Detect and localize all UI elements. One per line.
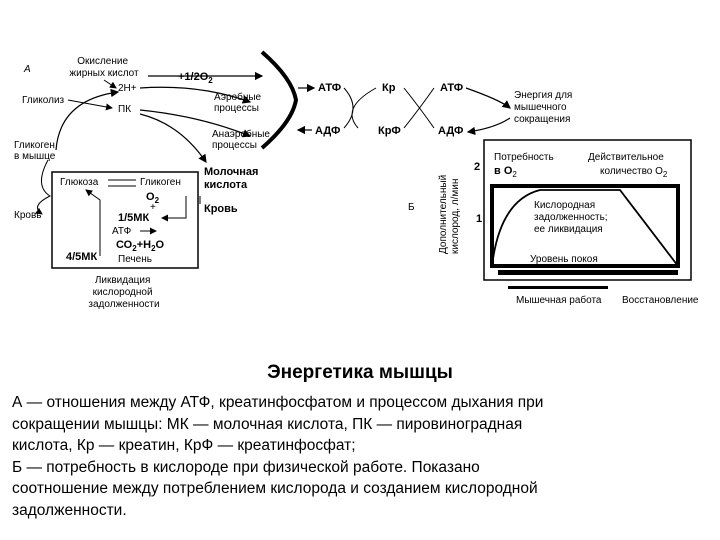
- adp-bottom-2-label: АДФ: [438, 125, 463, 137]
- atf-box-label: АТФ: [112, 226, 132, 237]
- rest-level-label: Уровень покоя: [530, 254, 598, 265]
- caption-body: А — отношения между АТФ, креатинфосфатом…: [12, 392, 712, 521]
- atp-top-2-label: АТФ: [440, 82, 463, 94]
- oxygen-half-label: +1/2O2: [178, 71, 213, 85]
- glycogen-label: Гликоген: [140, 177, 181, 188]
- four-fifth-mk-label: 4/5МК: [66, 251, 97, 263]
- adp-bottom-1-label: АДФ: [315, 125, 340, 137]
- chart-frame: [483, 139, 692, 281]
- glucose-label: Глюкоза: [60, 177, 99, 188]
- recovery-label: Восстановление: [622, 295, 699, 306]
- rest-level-bar: [498, 270, 678, 275]
- four-fifth-return-arrow: [85, 189, 101, 256]
- demand-label: Потребность в О2: [494, 151, 557, 179]
- cycle-2: [403, 87, 435, 129]
- o2-box-label: О2: [146, 191, 160, 205]
- one-fifth-mk-label: 1/5МК: [118, 212, 149, 224]
- cycle-1: [343, 87, 377, 129]
- pk-label: ПК: [118, 104, 131, 115]
- glycolysis-curve: [55, 88, 120, 151]
- caption-line: кислота, Кр — креатин, КрФ — креатинфосф…: [12, 437, 356, 454]
- muscle-work-phase-bar: [508, 286, 608, 289]
- lactic-to-liver-arrow: [161, 196, 187, 222]
- blood-right-label: Кровь: [204, 203, 238, 215]
- atp-top-1-label: АТФ: [318, 82, 341, 94]
- krf-bottom-label: КрФ: [378, 125, 401, 137]
- tick-2-label: 2: [474, 161, 480, 173]
- co2-h2o-label: СО2+Н2О: [116, 239, 165, 253]
- caption-title: Энергетика мышцы: [267, 362, 453, 383]
- anaerobic-label: Анаэробные процессы: [212, 128, 273, 151]
- anaerobic-curve: [139, 109, 252, 138]
- aerobic-curve: [139, 86, 252, 104]
- caption-line: задолженности.: [12, 501, 127, 519]
- panel-b-label: Б: [408, 202, 415, 213]
- panel-b: Б Дополнительный кислород, л/мин 2 1 Пот…: [408, 139, 699, 306]
- liquidation-label: Ликвидация кислородной задолженности: [88, 275, 159, 310]
- two-h-label: 2Н+: [118, 83, 137, 94]
- caption-line: А — отношения между АТФ, креатинфосфатом…: [12, 394, 544, 411]
- aerobic-label: Аэробные процессы: [214, 91, 264, 114]
- atp-to-energy-arrow: [465, 87, 511, 109]
- glycolysis-label: Гликолиз: [22, 95, 65, 106]
- fatty-acid-oxidation-label: Окисление жирных кислот: [69, 56, 139, 79]
- caption-line: Б — потребность в кислороде при физическ…: [12, 458, 480, 476]
- demand-area: [490, 184, 680, 268]
- muscle-work-label: Мышечная работа: [516, 294, 602, 306]
- panel-a: А Окисление жирных кислот +1/2O2 2Н+ ПК …: [14, 50, 575, 310]
- muscle-liver-box: [51, 171, 199, 269]
- blood-left-label: Кровь: [14, 210, 41, 221]
- glucose-glycogen-arrows: [108, 179, 136, 187]
- caption-line: сокращении мышцы: МК — молочная кислота,…: [12, 415, 523, 433]
- panel-a-label: А: [23, 64, 31, 75]
- energy-to-adp-arrow: [466, 117, 511, 136]
- liver-label: Печень: [118, 254, 152, 265]
- tick-1-label: 1: [476, 213, 482, 225]
- energy-label: Энергия для мышечного сокращения: [514, 90, 575, 125]
- to-lactic-curve: [139, 113, 207, 163]
- actual-consumption-curve: [491, 189, 679, 267]
- plus-sign: +: [150, 202, 156, 213]
- muscle-energetics-diagram: А Окисление жирных кислот +1/2O2 2Н+ ПК …: [14, 50, 699, 310]
- actual-label: Действительное количество О2: [588, 152, 668, 179]
- pk-arrow: [67, 99, 113, 111]
- lactic-acid-label: Молочная кислота: [204, 166, 262, 191]
- y-axis-label: Дополнительный кислород, л/мин: [438, 172, 461, 254]
- merge-brace: [260, 50, 299, 150]
- debt-label: Кислородная задолженность; ее ликвидация: [534, 200, 610, 235]
- glycogen-muscle-loop: [35, 159, 52, 215]
- caption-line: соотношение между потреблением кислорода…: [12, 480, 538, 497]
- glycogen-in-muscle-label: Гликоген в мышце: [14, 140, 58, 162]
- kr-top-label: Кр: [382, 82, 396, 94]
- two-h-arrow: [103, 79, 117, 89]
